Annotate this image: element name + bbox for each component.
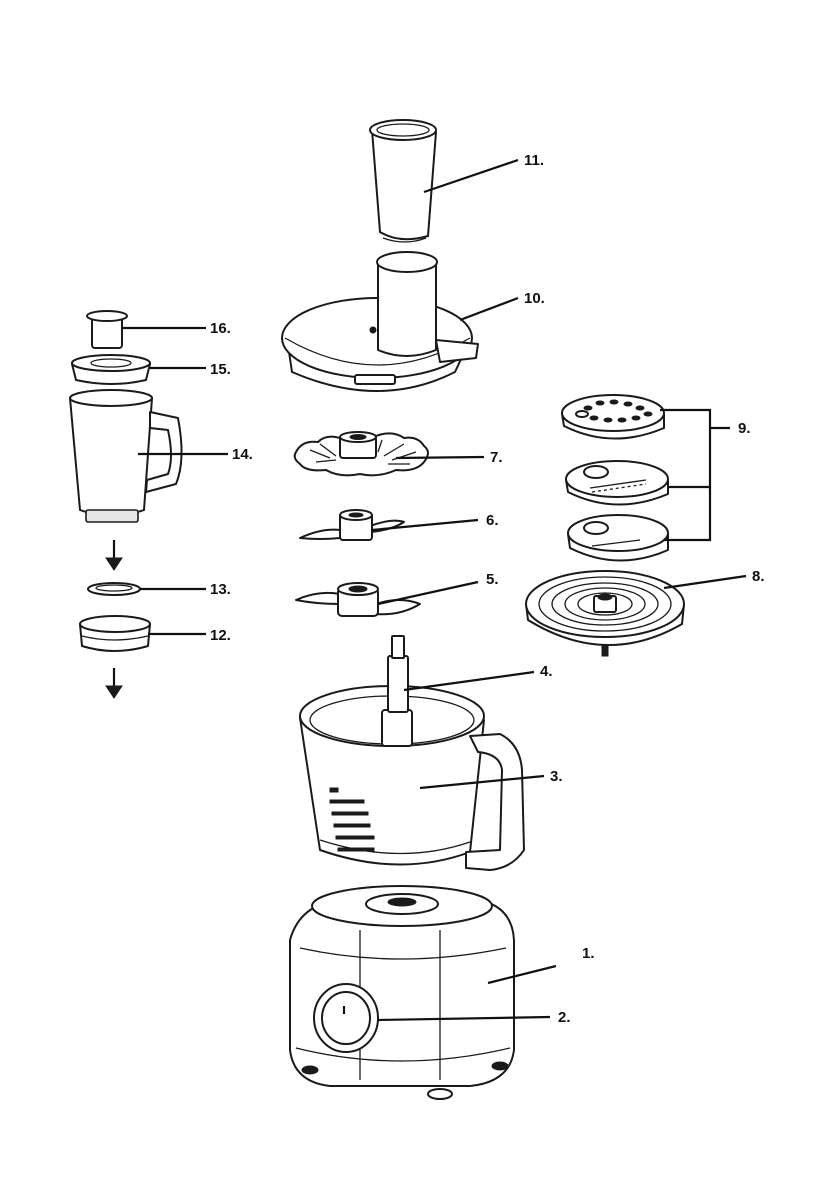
disc-slicer xyxy=(568,515,668,561)
label-14: 14. xyxy=(232,446,253,463)
label-13: 13. xyxy=(210,581,231,598)
disc-holder xyxy=(526,571,684,656)
leader-10 xyxy=(460,298,518,320)
label-7: 7. xyxy=(490,449,503,466)
label-9: 9. xyxy=(738,420,751,437)
blender-blade-base xyxy=(80,616,150,651)
label-11: 11. xyxy=(524,152,544,169)
small-chopping-blade xyxy=(300,510,404,540)
label-12: 12. xyxy=(210,627,231,644)
label-2: 2. xyxy=(558,1009,571,1026)
label-8: 8. xyxy=(752,568,765,585)
emulsifying-disc xyxy=(295,432,428,475)
label-5: 5. xyxy=(486,571,499,588)
blender-lid xyxy=(72,355,150,384)
label-10: 10. xyxy=(524,290,545,307)
down-arrow-lower xyxy=(106,668,122,698)
food-pusher xyxy=(370,120,436,242)
control-knob xyxy=(314,984,378,1052)
bracket-9 xyxy=(660,410,730,540)
lid-with-feed-tube xyxy=(282,252,478,391)
label-4: 4. xyxy=(540,663,553,680)
down-arrow-upper xyxy=(106,540,122,570)
blender-jug xyxy=(70,390,182,522)
label-1: 1. xyxy=(582,945,595,962)
label-3: 3. xyxy=(550,768,563,785)
leader-4 xyxy=(404,672,534,690)
leader-11 xyxy=(424,160,518,192)
leader-8 xyxy=(664,576,746,588)
disc-coarse-grater xyxy=(566,461,668,505)
blender-cap xyxy=(87,311,127,348)
seal-ring xyxy=(88,583,140,595)
label-6: 6. xyxy=(486,512,499,529)
label-15: 15. xyxy=(210,361,231,378)
leader-5 xyxy=(378,582,478,604)
leader-7 xyxy=(396,457,484,458)
disc-fine-grater xyxy=(562,395,664,439)
label-16: 16. xyxy=(210,320,231,337)
